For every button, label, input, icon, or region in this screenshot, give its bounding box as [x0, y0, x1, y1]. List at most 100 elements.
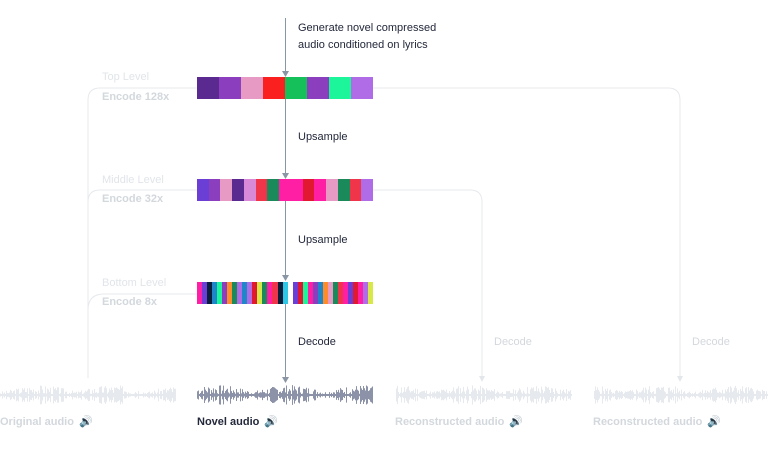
middle-level-encode: Encode 32x [102, 193, 164, 205]
bottom-level-token [222, 282, 228, 304]
top-level-token [263, 77, 285, 99]
middle-level-token [337, 179, 350, 201]
upsample2-arrowhead [282, 275, 289, 281]
novel-audio-waveform[interactable] [197, 384, 373, 406]
middle-level-token [208, 179, 221, 201]
bottom-level-token [232, 282, 238, 304]
bottom-level-token [297, 282, 303, 304]
bottom-level-token [342, 282, 348, 304]
speaker-icon[interactable]: 🔊 [509, 416, 524, 428]
bottom-level-token [242, 282, 248, 304]
bottom-level-token-strip [197, 282, 373, 304]
reconstructed-audio-caption-2[interactable]: Reconstructed audio 🔊 [593, 415, 721, 428]
decode-label-top: Decode [692, 336, 730, 348]
upsample1-arrowhead [282, 173, 289, 179]
reconstructed-audio-label-2: Reconstructed audio [593, 416, 703, 428]
bottom-level-token [257, 282, 263, 304]
middle-level-token [279, 179, 291, 201]
bottom-level-token [277, 282, 283, 304]
bottom-level-token [358, 282, 364, 304]
middle-level-token [290, 179, 303, 201]
middle-level-token [349, 179, 362, 201]
bottom-level-token [282, 282, 288, 304]
middle-level-token [314, 179, 327, 201]
speaker-icon[interactable]: 🔊 [78, 416, 93, 428]
bottom-level-token [302, 282, 308, 304]
bottom-level-token [287, 282, 293, 304]
middle-level-token [232, 179, 244, 201]
top-level-name: Top Level [102, 71, 150, 83]
bottom-level-token [347, 282, 353, 304]
top-level-token [351, 77, 373, 99]
top-level-connector [87, 87, 681, 380]
bottom-level-connector [87, 293, 198, 311]
top-level-token-strip [197, 77, 373, 99]
bottom-level-token [312, 282, 318, 304]
bottom-level-token [237, 282, 243, 304]
reconstructed-audio-waveform-2[interactable] [594, 384, 768, 406]
top-level-token [219, 77, 241, 99]
generate-description: Generate novel compressed audio conditio… [298, 20, 436, 54]
original-audio-caption[interactable]: Original audio 🔊 [0, 415, 93, 428]
top-level-encode: Encode 128x [102, 91, 170, 103]
bottom-level-token [267, 282, 273, 304]
recon2-arrowhead [677, 376, 683, 382]
generate-line-2: audio conditioned on lyrics [298, 39, 428, 51]
middle-level-token [197, 179, 209, 201]
middle-level-token-strip [197, 179, 373, 201]
bottom-level-token [363, 282, 369, 304]
bottom-level-token [272, 282, 278, 304]
reconstructed-audio-waveform-1[interactable] [396, 384, 572, 406]
original-audio-waveform[interactable] [0, 384, 176, 406]
middle-level-token [361, 179, 373, 201]
novel-audio-label: Novel audio [197, 416, 260, 428]
bottom-level-token [322, 282, 328, 304]
top-level-token [307, 77, 329, 99]
middle-level-name: Middle Level [102, 174, 164, 186]
bottom-level-name: Bottom Level [102, 277, 167, 289]
bottom-level-token [317, 282, 323, 304]
bottom-level-token [197, 282, 203, 304]
bottom-level-token [332, 282, 338, 304]
bottom-level-token [292, 282, 298, 304]
middle-level-token [243, 179, 256, 201]
decode-label: Decode [298, 336, 336, 348]
bottom-level-token [262, 282, 268, 304]
decode-label-middle: Decode [494, 336, 532, 348]
top-level-token [285, 77, 307, 99]
middle-level-token [326, 179, 338, 201]
recon1-arrowhead [479, 376, 485, 382]
generate-arrowhead [282, 71, 289, 77]
speaker-icon[interactable]: 🔊 [707, 416, 722, 428]
middle-level-token [255, 179, 268, 201]
bottom-level-token [352, 282, 358, 304]
upsample-label-2: Upsample [298, 234, 348, 246]
bottom-level-token [307, 282, 313, 304]
top-level-token [241, 77, 263, 99]
reconstructed-audio-caption-1[interactable]: Reconstructed audio 🔊 [395, 415, 523, 428]
bottom-level-token [337, 282, 343, 304]
bottom-level-token [212, 282, 218, 304]
bottom-level-token [207, 282, 213, 304]
bottom-level-token [217, 282, 223, 304]
decode-arrowhead [282, 377, 289, 383]
top-level-token [329, 77, 351, 99]
middle-level-token [267, 179, 280, 201]
bottom-level-token [227, 282, 233, 304]
upsample-label-1: Upsample [298, 131, 348, 143]
speaker-icon[interactable]: 🔊 [264, 416, 279, 428]
bottom-level-token [202, 282, 208, 304]
middle-level-token [302, 179, 315, 201]
bottom-level-encode: Encode 8x [102, 296, 158, 308]
top-level-token [197, 77, 219, 99]
bottom-level-token [247, 282, 253, 304]
original-audio-label: Original audio [0, 416, 74, 428]
middle-level-token [220, 179, 233, 201]
bottom-level-token [368, 282, 373, 304]
bottom-level-token [327, 282, 333, 304]
reconstructed-audio-label-1: Reconstructed audio [395, 416, 505, 428]
generate-line-1: Generate novel compressed [298, 22, 437, 34]
novel-audio-caption[interactable]: Novel audio 🔊 [197, 415, 278, 428]
bottom-level-token [252, 282, 258, 304]
